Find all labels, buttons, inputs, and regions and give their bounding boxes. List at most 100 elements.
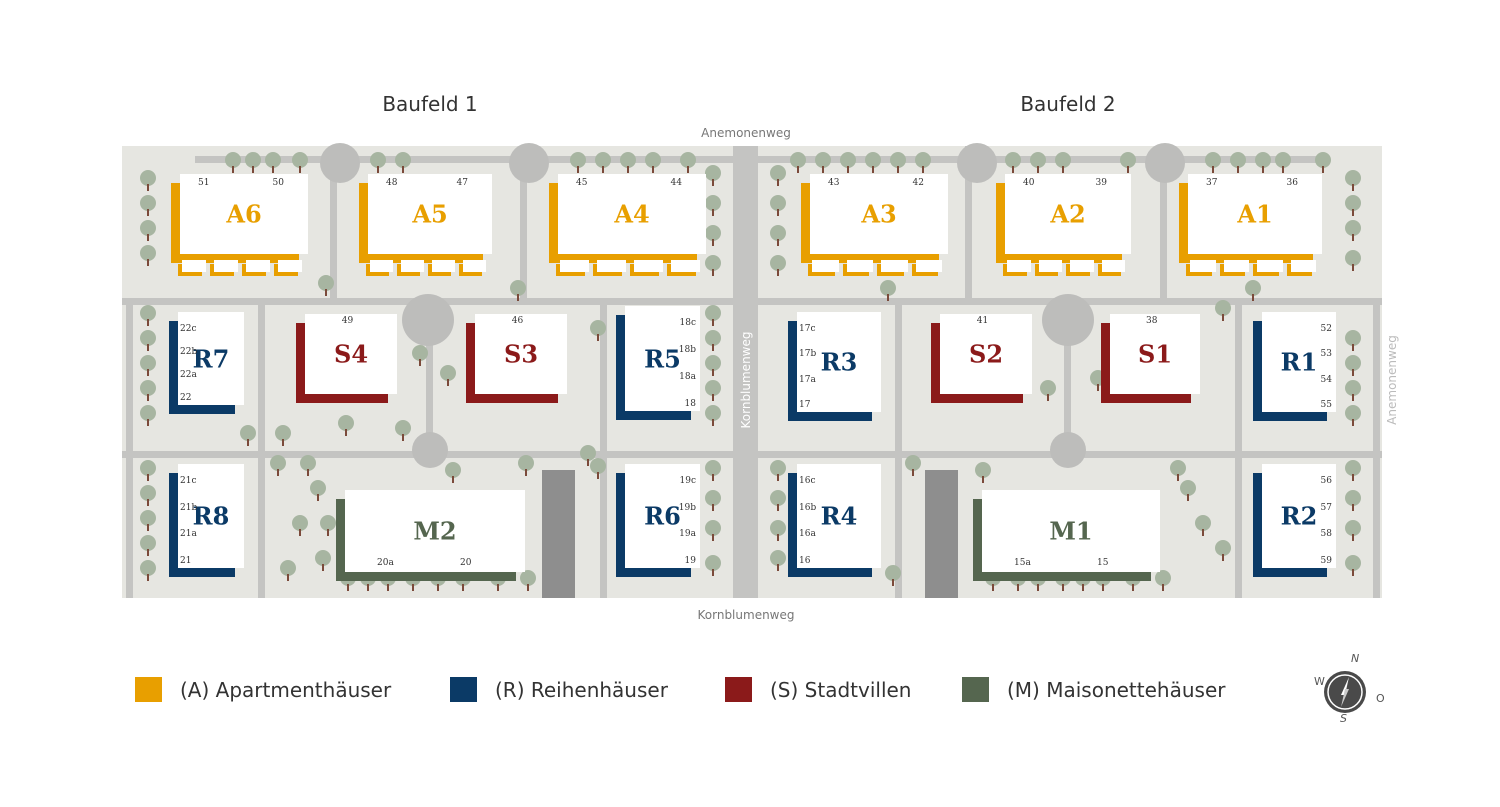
tree-icon: [140, 195, 156, 216]
tree-icon: [1055, 152, 1071, 173]
footpath: [1064, 330, 1071, 450]
building-label: R2: [1280, 501, 1318, 531]
tree-icon: [1345, 460, 1361, 481]
unit-number: 52: [1320, 324, 1332, 334]
tree-icon: [405, 570, 421, 591]
balcony: [881, 260, 908, 272]
tree-icon: [580, 445, 596, 466]
balcony: [246, 260, 270, 272]
unit-number: 46: [511, 316, 524, 326]
tree-icon: [395, 420, 411, 441]
tree-icon: [140, 220, 156, 241]
unit-number: 16a: [799, 529, 816, 540]
tree-icon: [245, 152, 261, 173]
tree-icon: [315, 550, 331, 571]
tree-icon: [705, 195, 721, 216]
unit-number: 18a: [679, 372, 696, 382]
tree-icon: [338, 415, 354, 436]
tree-icon: [490, 570, 506, 591]
tree-icon: [705, 520, 721, 541]
building-label: R3: [820, 347, 858, 377]
tree-icon: [1055, 570, 1071, 591]
balcony: [432, 260, 455, 272]
tree-icon: [1345, 520, 1361, 541]
unit-number: 41: [976, 316, 989, 326]
balcony: [1007, 260, 1031, 272]
parking-lane: [925, 470, 958, 598]
tree-icon: [370, 152, 386, 173]
tree-icon: [705, 255, 721, 276]
unit-number: 17c: [799, 324, 816, 334]
tree-icon: [275, 425, 291, 446]
tree-icon: [620, 152, 636, 173]
tree-icon: [292, 152, 308, 173]
balcony: [915, 260, 942, 272]
tree-icon: [1345, 250, 1361, 271]
tree-icon: [520, 570, 536, 591]
building-label: S1: [1137, 339, 1173, 369]
tree-icon: [320, 515, 336, 536]
tree-icon: [455, 570, 471, 591]
balcony: [463, 260, 486, 272]
tree-icon: [140, 510, 156, 531]
tree-icon: [590, 458, 606, 479]
tree-icon: [300, 455, 316, 476]
unit-number: 15a: [1014, 558, 1031, 568]
unit-number: 36: [1286, 178, 1298, 188]
legend-swatch: [135, 677, 162, 702]
unit-number: 57: [1320, 502, 1332, 513]
tree-icon: [905, 455, 921, 476]
parking-lane: [542, 470, 575, 598]
tree-icon: [705, 490, 721, 511]
tree-icon: [240, 425, 256, 446]
tree-icon: [140, 460, 156, 481]
unit-number: 16c: [799, 476, 816, 486]
tree-icon: [885, 565, 901, 586]
balcony: [1223, 260, 1249, 272]
unit-number: 17: [799, 400, 811, 410]
tree-icon: [570, 152, 586, 173]
tree-icon: [1010, 570, 1026, 591]
tree-icon: [770, 255, 786, 276]
building-label: R7: [192, 344, 230, 373]
footpath: [126, 298, 133, 598]
building-label: R1: [1280, 347, 1318, 377]
tree-icon: [770, 520, 786, 541]
unit-number: 56: [1320, 476, 1332, 486]
unit-number: 53: [1320, 349, 1332, 360]
tree-icon: [1030, 152, 1046, 173]
compass-n: N: [1351, 652, 1360, 665]
footpath: [895, 298, 902, 598]
balcony: [1038, 260, 1062, 272]
footpath: [600, 298, 607, 598]
tree-icon: [1195, 515, 1211, 536]
tree-icon: [440, 365, 456, 386]
unit-number: 19a: [679, 529, 696, 540]
balcony: [812, 260, 839, 272]
unit-number: 50: [272, 178, 284, 188]
unit-number: 22a: [180, 370, 197, 380]
tree-icon: [140, 170, 156, 191]
compass-s: S: [1340, 712, 1347, 725]
tree-icon: [1170, 460, 1186, 481]
